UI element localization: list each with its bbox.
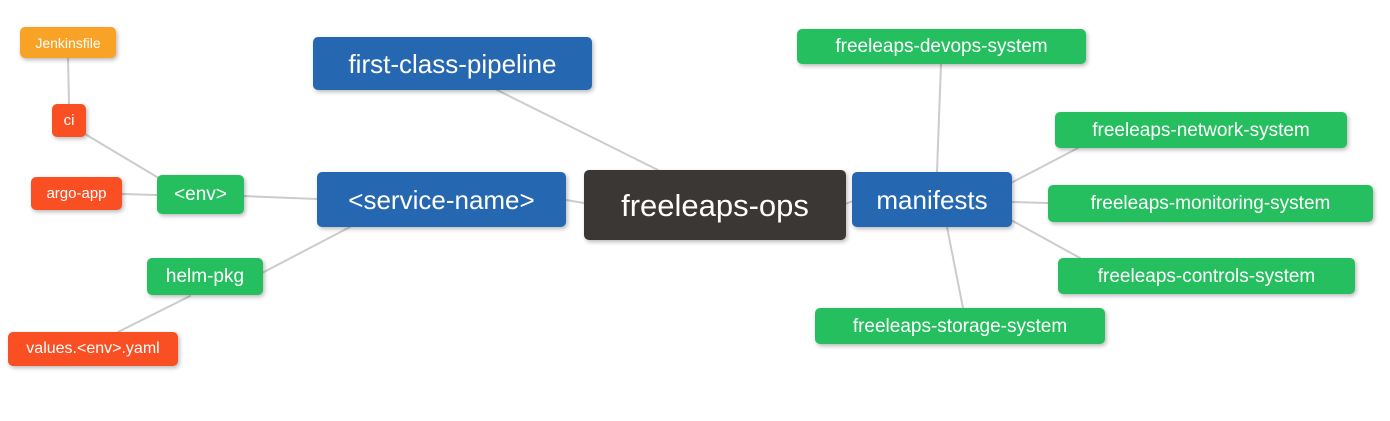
node-label: first-class-pipeline — [348, 48, 557, 79]
node-label: values.<env>.yaml — [26, 340, 160, 357]
node-label: freeleaps-ops — [621, 187, 809, 223]
node-label: freeleaps-monitoring-system — [1090, 193, 1331, 214]
node-label: freeleaps-controls-system — [1097, 265, 1316, 287]
edge-service-name-ops — [565, 199, 585, 204]
node-values-env-yaml[interactable]: values.<env>.yaml — [8, 332, 178, 366]
edge-argo-app-env — [121, 193, 158, 196]
node-freeleaps-network-system[interactable]: freeleaps-network-system — [1055, 112, 1347, 148]
edge-helm-pkg-service-name — [261, 226, 351, 274]
node-jenkinsfile[interactable]: Jenkinsfile — [20, 27, 116, 58]
edge-env-service-name — [242, 195, 318, 200]
node-freeleaps-controls-system[interactable]: freeleaps-controls-system — [1058, 258, 1355, 294]
edge-ci-env — [84, 133, 163, 181]
edge-manifests-monitoring — [1010, 201, 1049, 204]
node-freeleaps-storage-system[interactable]: freeleaps-storage-system — [815, 308, 1105, 344]
node-freeleaps-ops[interactable]: freeleaps-ops — [584, 170, 846, 240]
node-argo-app[interactable]: argo-app — [31, 177, 122, 210]
node-first-class-pipeline[interactable]: first-class-pipeline — [313, 37, 592, 90]
node-label: ci — [63, 112, 75, 129]
node-manifests[interactable]: manifests — [852, 172, 1012, 227]
node-label: argo-app — [46, 185, 107, 202]
edge-manifests-network — [1010, 147, 1079, 184]
node-label: Jenkinsfile — [35, 34, 101, 51]
node-label: helm-pkg — [165, 266, 245, 287]
node-service-name[interactable]: <service-name> — [317, 172, 566, 227]
edge-first-class-pipeline-ops — [496, 89, 659, 171]
node-helm-pkg[interactable]: helm-pkg — [147, 258, 263, 295]
edge-manifests-devops — [936, 63, 942, 173]
node-freeleaps-devops-system[interactable]: freeleaps-devops-system — [797, 29, 1086, 64]
edge-values-helm-pkg — [117, 295, 191, 333]
node-label: <env> — [174, 184, 227, 205]
edge-manifests-controls — [1010, 219, 1081, 259]
node-label: freeleaps-devops-system — [835, 36, 1048, 57]
node-label: freeleaps-storage-system — [852, 315, 1068, 337]
node-freeleaps-monitoring-system[interactable]: freeleaps-monitoring-system — [1048, 185, 1373, 222]
node-label: <service-name> — [348, 184, 535, 215]
edge-jenkinsfile-ci — [67, 57, 70, 105]
edge-manifests-storage — [946, 226, 964, 309]
node-label: manifests — [876, 184, 988, 215]
node-env[interactable]: <env> — [157, 175, 244, 214]
node-ci[interactable]: ci — [52, 104, 86, 137]
node-label: freeleaps-network-system — [1092, 119, 1310, 141]
